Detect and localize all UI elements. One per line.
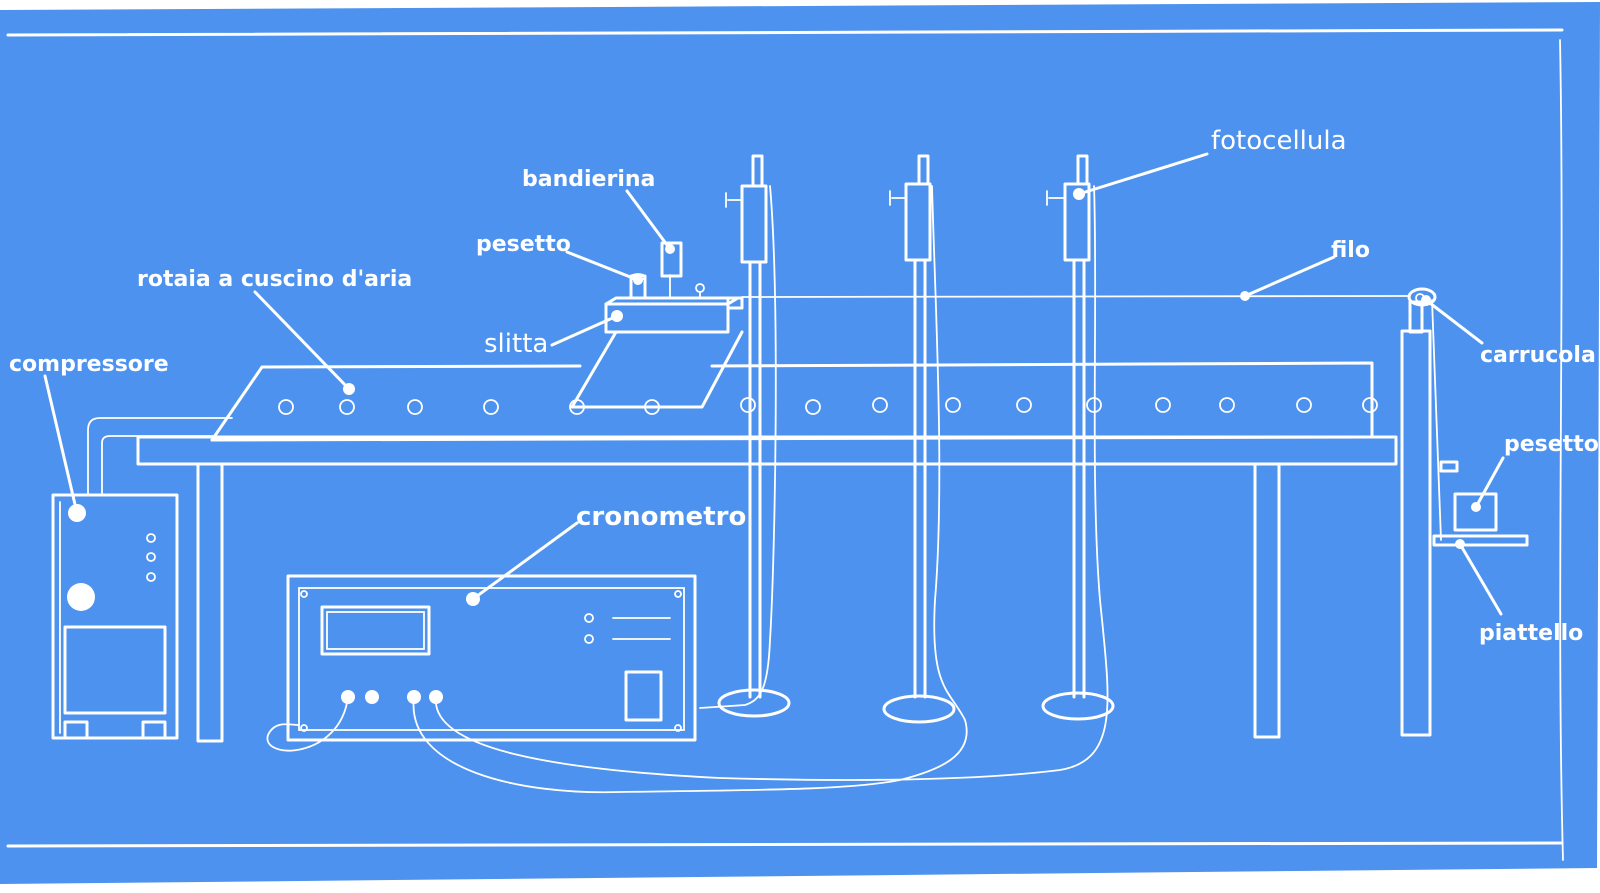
photogate-2 xyxy=(882,154,956,724)
compressor-hose-2 xyxy=(101,435,217,496)
chronometer xyxy=(286,574,697,742)
pulley xyxy=(1407,287,1437,307)
pulley-post-cap xyxy=(1408,300,1424,334)
label-fotocellula: fotocellula xyxy=(1211,126,1347,156)
leader-lines xyxy=(43,152,1505,616)
weight-right xyxy=(1453,492,1498,532)
label-rotaia: rotaia a cuscino d'aria xyxy=(137,267,412,292)
label-pesetto-right: pesetto xyxy=(1504,432,1599,457)
frame-bottom-line xyxy=(6,841,1564,848)
sled xyxy=(570,241,744,409)
label-pesetto-top: pesetto xyxy=(476,232,571,257)
pan-clip xyxy=(1439,460,1459,473)
label-slitta: slitta xyxy=(484,329,548,359)
photogate-3 xyxy=(1041,154,1115,721)
label-bandierina: bandierina xyxy=(522,167,655,192)
pan xyxy=(1432,534,1529,547)
photogate-1 xyxy=(717,154,791,718)
frame-top-line xyxy=(6,28,1564,37)
label-piattello: piattello xyxy=(1479,621,1583,646)
label-cronometro: cronometro xyxy=(576,502,746,532)
frame-right-line xyxy=(1559,39,1564,861)
label-compressore: compressore xyxy=(9,352,169,377)
compressor xyxy=(51,493,179,740)
label-filo: filo xyxy=(1331,238,1370,263)
label-carrucola: carrucola xyxy=(1480,343,1596,368)
table-leg-right xyxy=(1253,462,1281,739)
cables xyxy=(266,185,1109,794)
compressor-hose xyxy=(87,417,233,496)
thread-down xyxy=(1431,299,1442,541)
flag xyxy=(660,241,683,278)
thread xyxy=(741,295,1411,298)
table-leg-left xyxy=(196,462,224,743)
